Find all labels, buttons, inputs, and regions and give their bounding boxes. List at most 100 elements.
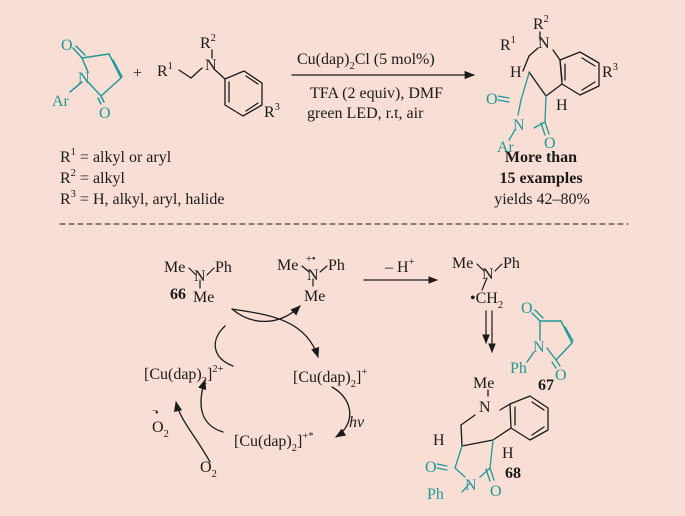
cu-ii-sub: 2	[202, 376, 207, 387]
catalyst-loading: Cl (5 mol%)	[355, 51, 435, 68]
product-h1: H	[510, 64, 522, 81]
svg-text:O2: O2	[200, 459, 217, 480]
superoxide-dot: •	[155, 408, 159, 419]
product-n: N	[538, 35, 550, 52]
product-r1: R	[500, 37, 511, 54]
c68-o2: O	[490, 483, 502, 500]
svg-text:R3: R3	[264, 102, 280, 121]
svg-text:R3: R3	[602, 62, 618, 81]
cu-i: [Cu(dap)	[293, 369, 351, 386]
radical-cation-charge: +•	[306, 254, 316, 265]
catalytic-cycle	[173, 305, 351, 463]
svg-text:Cu(dap)2Cl (5 mol%): Cu(dap)2Cl (5 mol%)	[297, 51, 435, 72]
radical-n: N	[482, 266, 494, 283]
c68-ph: Ph	[427, 486, 444, 503]
c66-n: N	[194, 268, 206, 285]
product-h2: H	[556, 97, 568, 114]
hv-label: hv	[349, 414, 365, 431]
radical-ch2-sub: 2	[498, 300, 503, 311]
superoxide-sub: 2	[164, 429, 169, 440]
radical-me: Me	[452, 255, 473, 272]
scope-summary-1: More than	[505, 149, 577, 166]
c68-me: Me	[473, 375, 494, 392]
minus-h: – H	[384, 259, 409, 276]
svg-text:R1: R1	[500, 35, 516, 54]
cu-i-charge: +	[361, 367, 367, 378]
condition-2: green LED, r.t, air	[307, 105, 424, 122]
c68-h2: H	[502, 445, 514, 462]
amine-n: N	[205, 57, 217, 74]
scope-r2-sup: 2	[71, 168, 76, 179]
c66-me1: Me	[164, 259, 185, 276]
amine-reactant	[178, 49, 263, 117]
minus-h-sup: +	[409, 257, 415, 268]
svg-text:R1: R1	[157, 61, 173, 80]
compound-67-bonds	[526, 309, 574, 369]
cu-i-excited: [Cu(dap)	[234, 433, 292, 450]
svg-text:[Cu(dap)2]+: [Cu(dap)2]+	[293, 367, 367, 390]
c66-ph: Ph	[215, 259, 232, 276]
radical-cation-ph: Ph	[328, 257, 345, 274]
c67-n: N	[533, 339, 545, 356]
radical-ph: Ph	[503, 255, 520, 272]
cu-i-excited-close: ]	[297, 433, 302, 450]
radical-cation-me: Me	[277, 257, 298, 274]
radical-bonds	[476, 263, 503, 291]
product-r1-sup: 1	[511, 35, 516, 46]
product-ar: Ar	[497, 139, 515, 156]
product-structure	[497, 31, 600, 141]
scope-r2-text: = alkyl	[76, 170, 126, 187]
svg-text:R2 = alkyl: R2 = alkyl	[60, 168, 125, 187]
amine-r3: R	[264, 104, 275, 121]
cu-i-excited-charge: +*	[302, 431, 313, 442]
scope-r2: R	[60, 170, 71, 187]
c68-h1: H	[433, 432, 445, 449]
amine-r2-sup: 2	[211, 33, 216, 44]
radical-cation-bonds	[301, 265, 328, 287]
oxygen: O	[200, 459, 212, 476]
cu-ii-charge: 2+	[212, 364, 223, 375]
maleimide-o-top: O	[61, 37, 73, 54]
scope-r1: R	[60, 149, 71, 166]
scope-r3-text: = H, alkyl, aryl, halide	[76, 191, 225, 208]
scope-r1-text: = alkyl or aryl	[76, 149, 172, 166]
c67-label: 67	[538, 377, 554, 394]
c68-label: 68	[505, 465, 521, 482]
amine-r3-sup: 3	[275, 102, 280, 113]
cu-ii: [Cu(dap)	[144, 366, 202, 383]
svg-text:R3 = H, alkyl, aryl, halide: R3 = H, alkyl, aryl, halide	[60, 189, 224, 208]
catalyst-label: Cu(dap)	[297, 51, 349, 68]
amine-r2: R	[200, 35, 211, 52]
plus-sign: +	[133, 65, 142, 82]
c66-me2: Me	[193, 289, 214, 306]
radical-ch2: •CH	[470, 290, 498, 307]
condition-1: TFA (2 equiv), DMF	[310, 85, 443, 102]
svg-text:O2: O2	[152, 419, 169, 440]
compound-68-bonds	[436, 389, 549, 493]
c68-o1: O	[425, 459, 437, 476]
svg-text:– H+: – H+	[384, 257, 415, 276]
amine-r1: R	[157, 63, 168, 80]
c68-n2: N	[465, 477, 477, 494]
product-r3: R	[602, 64, 613, 81]
radical-cation-n: N	[307, 267, 319, 284]
superoxide-charge: −	[152, 406, 158, 417]
scope-r3-sup: 3	[71, 189, 76, 200]
c67-o2: O	[555, 367, 567, 384]
scope-yields: yields 42–80%	[494, 191, 590, 208]
product-o2: O	[544, 135, 556, 152]
svg-text:[Cu(dap)2]2+: [Cu(dap)2]2+	[144, 364, 224, 387]
c67-ph: Ph	[510, 360, 527, 377]
svg-text:•CH2: •CH2	[470, 290, 503, 311]
compound-66-bonds	[188, 267, 215, 289]
cu-i-sub: 2	[351, 379, 356, 390]
radical-cation-me2: Me	[304, 288, 325, 305]
maleimide-n: N	[78, 70, 90, 87]
maleimide-ar: Ar	[52, 93, 70, 110]
product-r3-sup: 3	[613, 62, 618, 73]
cu-i-close: ]	[356, 369, 361, 386]
product-r2: R	[533, 16, 544, 33]
c67-o1: O	[521, 300, 533, 317]
maleimide-reactant	[69, 45, 123, 105]
